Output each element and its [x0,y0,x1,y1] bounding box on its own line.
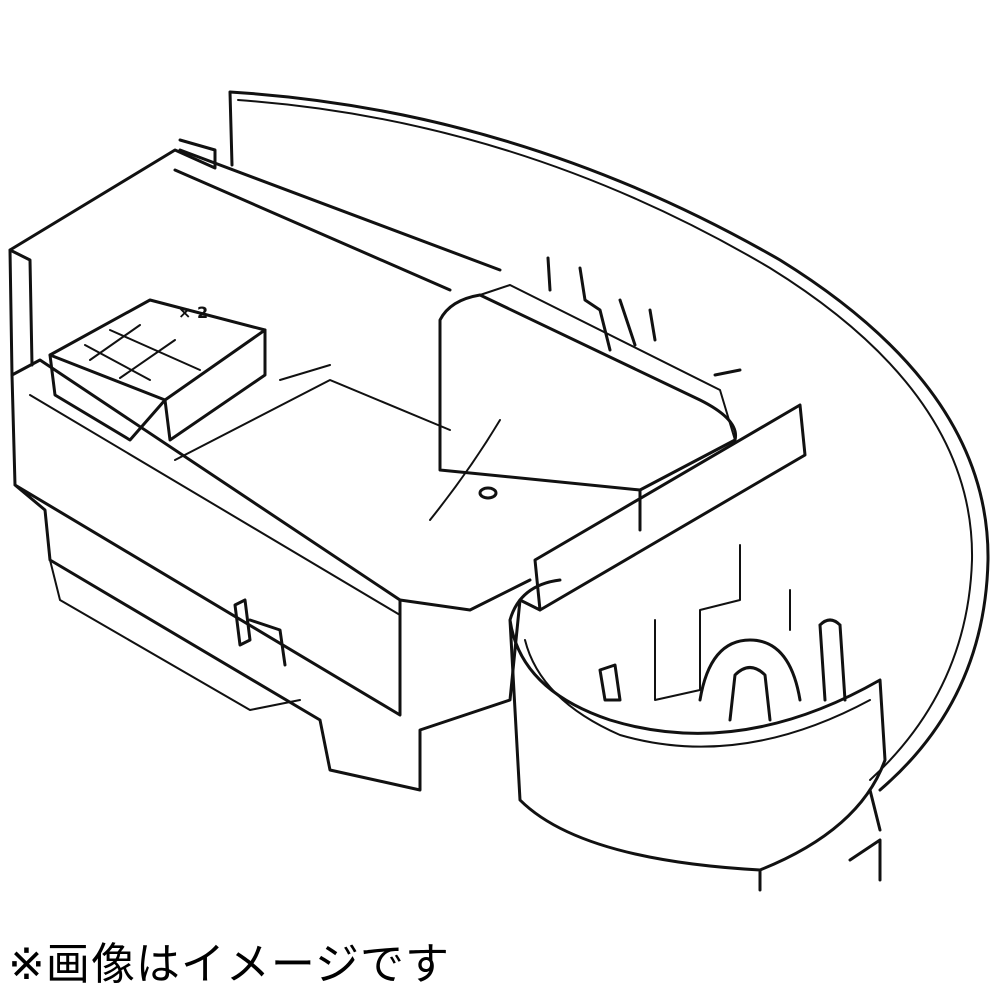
image-disclaimer-caption: ※画像はイメージです [8,939,450,990]
right-cup-rim [508,578,887,892]
back-latches [546,256,742,377]
right-cup-inner [524,639,871,748]
left-top-rim [173,148,502,292]
cup-pins [598,618,847,702]
right-partition [518,403,807,612]
front-clip [233,598,287,667]
hub-post [478,486,498,500]
front-box-top [10,358,532,612]
connector-top [48,298,267,402]
connector-grid [84,324,201,381]
front-box-face [10,373,522,792]
bottom-right-slot [848,788,882,882]
cup-cone [698,638,802,722]
left-wall [8,138,217,377]
front-box-inner [29,394,401,711]
partition-notch [654,544,791,701]
back-wall-inner [237,99,974,781]
center-hub-top [429,284,736,521]
back-curved-wall [228,90,990,792]
connector-marking: × 2 [178,303,208,322]
tray-floor [174,364,451,461]
connector-sides [48,328,267,442]
